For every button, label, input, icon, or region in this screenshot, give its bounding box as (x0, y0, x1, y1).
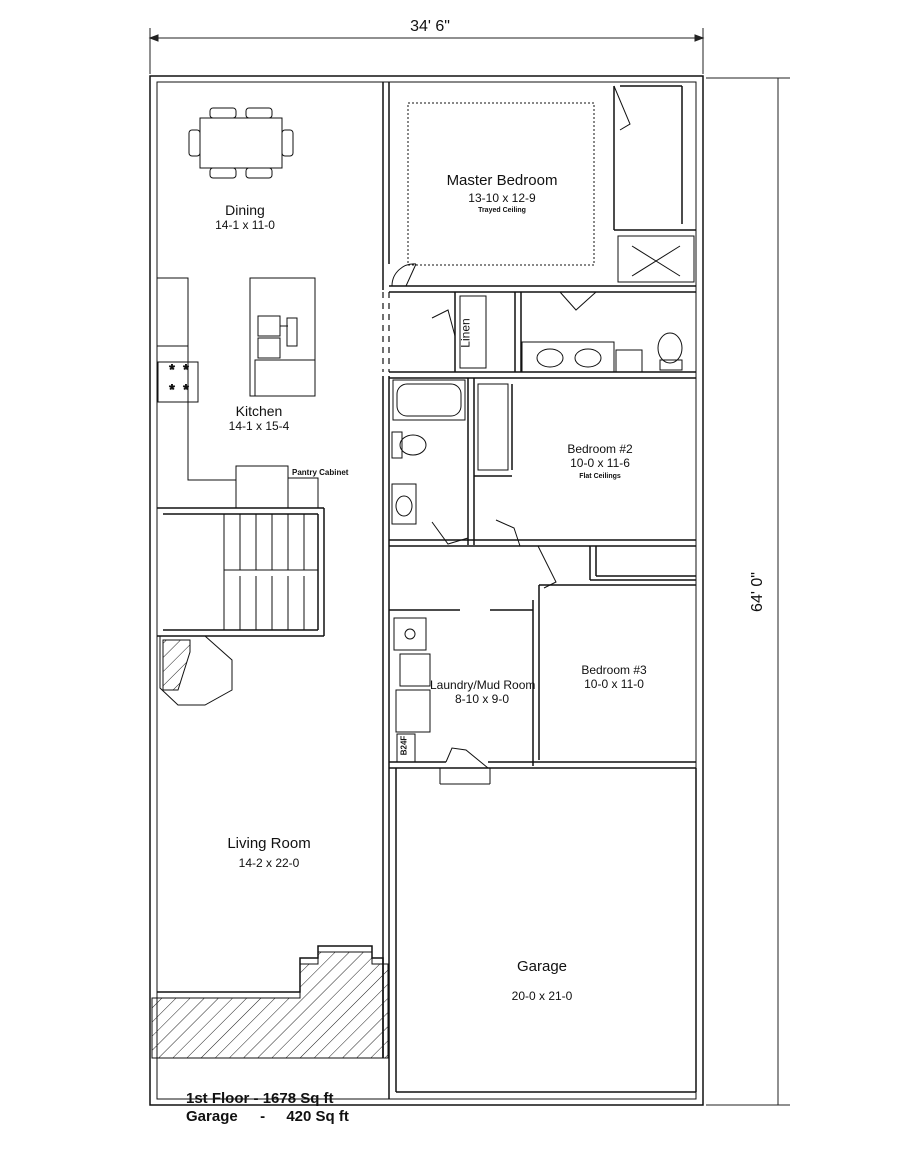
living-room-label: Living Room 14-2 x 22-0 (214, 835, 324, 870)
floor-area-label: 1st Floor (186, 1090, 250, 1107)
cabinet-tag-label: B24F (399, 735, 409, 756)
trayed-ceiling-outline (407, 102, 595, 266)
bedroom3-name: Bedroom #3 (581, 663, 647, 677)
svg-text:*: * (169, 361, 175, 377)
bedroom3-size: 10-0 x 11-0 (584, 677, 644, 691)
dining-size: 14-1 x 11-0 (215, 218, 275, 232)
master-bedroom-label: Master Bedroom 13-10 x 12-9 Trayed Ceili… (424, 172, 580, 214)
interior-walls (157, 82, 697, 1099)
master-note: Trayed Ceiling (478, 207, 526, 214)
doors (391, 85, 631, 785)
dashed-opening (382, 292, 390, 372)
garage-area-sep: - (260, 1108, 266, 1125)
hall-closet (477, 383, 509, 471)
garage-size: 20-0 x 21-0 (511, 989, 573, 1003)
hall-sink-icon (391, 483, 417, 525)
laundry-name: Laundry/Mud Room (430, 678, 536, 692)
porch-hatched-area (151, 951, 389, 1059)
garage-label: Garage 20-0 x 21-0 (494, 958, 590, 1003)
floor-area-sep: - (253, 1090, 259, 1107)
width-dimension-line (148, 28, 705, 74)
linen-closet (459, 295, 487, 369)
bathtub-icon (392, 379, 466, 421)
kitchen-size: 14-1 x 15-4 (228, 419, 290, 433)
garage-area-value: 420 Sq ft (286, 1108, 349, 1125)
staircase-icon (223, 514, 318, 630)
svg-text:*: * (169, 381, 175, 397)
bedroom2-note: Flat Ceilings (579, 473, 621, 480)
toilet-icon (657, 332, 683, 371)
svg-text:*: * (183, 361, 189, 377)
dining-table-icon (188, 107, 294, 179)
living-name: Living Room (227, 835, 311, 852)
area-summary: 1st Floor - 1678 Sq ft Garage - 420 Sq f… (186, 1090, 349, 1126)
laundry-size: 8-10 x 9-0 (454, 692, 510, 706)
depth-dimension-line (706, 77, 790, 1106)
svg-text:*: * (183, 381, 189, 397)
dining-label: Dining 14-1 x 11-0 (200, 202, 290, 232)
pantry-label: Pantry Cabinet (292, 468, 349, 477)
floor-area-value: 1678 Sq ft (262, 1090, 334, 1107)
shower-icon (617, 235, 695, 283)
fireplace-icon (159, 635, 233, 706)
garage-area-label: Garage (186, 1108, 238, 1125)
double-vanity-icon (521, 341, 643, 373)
master-size: 13-10 x 12-9 (468, 191, 536, 205)
laundry-fixtures (393, 617, 431, 763)
exterior-walls (149, 75, 704, 1106)
bedroom2-size: 10-0 x 11-6 (570, 456, 630, 470)
bedroom2-label: Bedroom #2 10-0 x 11-6 Flat Ceilings (548, 442, 652, 480)
kitchen-sink-icon (257, 315, 298, 359)
bedroom2-name: Bedroom #2 (567, 442, 633, 456)
master-name: Master Bedroom (446, 172, 558, 189)
linen-label: Linen (458, 318, 473, 348)
garage-area-row: Garage - 420 Sq ft (186, 1108, 349, 1126)
dining-name: Dining (225, 202, 265, 218)
hall-toilet-icon (391, 431, 427, 459)
depth-dimension-label: 64' 0" (748, 572, 766, 612)
floor-area-row: 1st Floor - 1678 Sq ft (186, 1090, 349, 1108)
laundry-label: Laundry/Mud Room 8-10 x 9-0 (430, 678, 536, 706)
range-stove-icon: * * * * (157, 361, 199, 403)
living-size: 14-2 x 22-0 (238, 856, 300, 870)
garage-name: Garage (516, 958, 568, 975)
kitchen-label: Kitchen 14-1 x 15-4 (214, 403, 304, 433)
width-dimension-label: 34' 6" (410, 18, 450, 35)
bedroom3-label: Bedroom #3 10-0 x 11-0 (566, 663, 662, 691)
kitchen-name: Kitchen (235, 403, 283, 419)
kitchen-counters (156, 277, 319, 509)
